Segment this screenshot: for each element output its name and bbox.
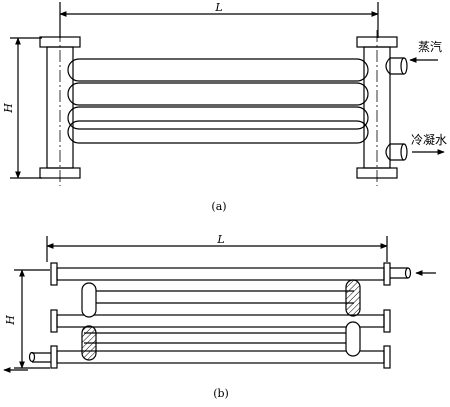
outlet-pipe-b <box>28 351 51 363</box>
tube-bundle-a <box>67 58 369 144</box>
connector-upper-left-b <box>81 282 97 318</box>
dimension-height-label-b: H <box>4 315 17 326</box>
caption-a: (a) <box>211 200 226 213</box>
diagram-b: L H <box>3 233 436 373</box>
inlet-pipe-b <box>390 267 412 279</box>
connector-upper-right-b <box>345 279 361 317</box>
condensate-label: 冷凝水 <box>411 132 447 147</box>
dimension-height-b <box>14 269 50 369</box>
pipe-1-b <box>50 262 391 286</box>
dimension-length-label-a: L <box>214 1 222 14</box>
connector-lower-left-b <box>81 325 97 361</box>
dimension-length-label-b: L <box>216 233 224 246</box>
pipe-3-b <box>50 345 391 369</box>
steam-label: 蒸汽 <box>418 39 442 54</box>
diagram-a: L H <box>2 1 445 186</box>
condensate-outlet-pipe <box>385 143 408 161</box>
connector-lower-right-b <box>345 321 361 357</box>
caption-b: (b) <box>213 387 229 400</box>
dimension-height-a <box>10 37 42 179</box>
connecting-pipes-b <box>84 290 354 344</box>
dimension-length-b <box>46 236 388 262</box>
dimension-height-label-a: H <box>2 103 15 114</box>
pipe-2-b <box>50 309 391 333</box>
steam-inlet-pipe <box>385 57 408 75</box>
